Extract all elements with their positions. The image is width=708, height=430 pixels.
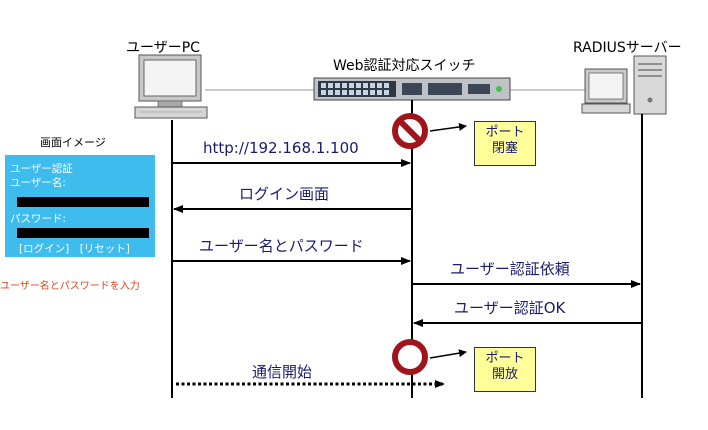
label-auth-request: ユーザー認証依頼	[450, 260, 570, 278]
prohibited-icon	[392, 113, 428, 149]
user-pc-icon	[134, 54, 208, 119]
screen-image-title: 画面イメージ	[40, 136, 106, 149]
input-caption: ユーザー名とパスワードを入力	[0, 281, 140, 292]
label-auth-ok: ユーザー認証OK	[454, 299, 566, 317]
node-title-radius: RADIUSサーバー	[573, 40, 682, 56]
note-port-open: ポート 開放	[474, 347, 536, 392]
note-port-blocked: ポート 閉塞	[474, 121, 536, 166]
note-port-blocked-line1: ポート	[485, 125, 525, 140]
label-login-screen: ログイン画面	[239, 185, 330, 203]
mockup-buttons: [ログイン] [リセット]	[19, 243, 130, 255]
mockup-password-label: パスワード:	[10, 213, 67, 225]
label-credentials: ユーザー名とパスワード	[199, 237, 364, 255]
label-communication-start: 通信開始	[252, 363, 313, 381]
radius-server-icon	[581, 55, 667, 115]
note-port-open-line2: 開放	[491, 367, 518, 382]
label-http: http://192.168.1.100	[203, 139, 359, 157]
open-circle-icon	[392, 339, 428, 375]
mockup-password-field	[17, 228, 149, 238]
mockup-username-field	[17, 197, 149, 207]
node-title-switch: Web認証対応スイッチ	[333, 58, 476, 74]
note-port-blocked-line2: 閉塞	[491, 141, 518, 156]
note-port-open-line1: ポート	[485, 351, 525, 366]
login-screen-mockup: ユーザー認証 ユーザー名: パスワード: [ログイン] [リセット]	[5, 155, 155, 257]
note-pointer-open	[429, 349, 467, 359]
mockup-heading: ユーザー認証	[10, 163, 73, 175]
note-pointer-blocked	[429, 123, 467, 132]
mockup-username-label: ユーザー名:	[10, 177, 66, 189]
node-title-user-pc: ユーザーPC	[126, 40, 200, 56]
switch-icon	[313, 77, 511, 101]
